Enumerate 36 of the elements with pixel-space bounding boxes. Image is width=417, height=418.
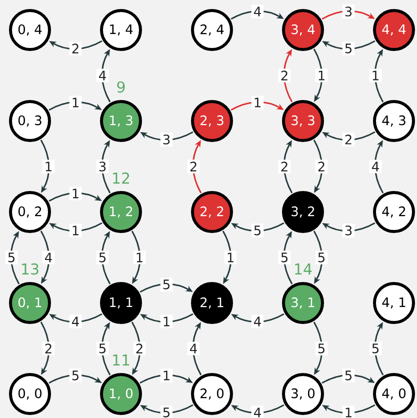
- node-annotation: 11: [113, 354, 130, 366]
- edge-label: 1: [69, 224, 82, 238]
- edge-label: 5: [251, 224, 264, 238]
- edge-label: 5: [315, 250, 328, 264]
- edge-label: 2: [278, 68, 291, 82]
- edge-label: 5: [96, 250, 109, 264]
- edge-label: 3: [96, 160, 109, 174]
- edge-label: 1: [342, 406, 355, 418]
- node-annotation: 14: [295, 264, 312, 274]
- edge-label: 2: [315, 160, 328, 174]
- edge-label: 2: [42, 342, 55, 356]
- edge-label: 5: [160, 406, 173, 418]
- edge-label: 3: [342, 4, 355, 18]
- edge-label: 5: [369, 342, 382, 356]
- edge-label: 4: [251, 406, 264, 418]
- node-annotation: 12: [113, 172, 130, 184]
- edge-label: 5: [342, 42, 355, 56]
- edge-label: 2: [278, 160, 291, 174]
- edge-label: 3: [342, 224, 355, 238]
- edge-label: 3: [160, 132, 173, 146]
- edge-label: 5: [278, 250, 291, 264]
- edge-label: 5: [160, 278, 173, 292]
- edge-label: 1: [160, 314, 173, 328]
- edge-label: 5: [69, 368, 82, 382]
- node-annotation: 13: [22, 263, 38, 275]
- edge-label: 4: [251, 314, 264, 328]
- edge-label: 5: [96, 342, 109, 356]
- edge-label: 2: [187, 160, 200, 174]
- edge-label: 2: [133, 342, 146, 356]
- edge-label: 2: [69, 42, 82, 56]
- edge-label: 5: [315, 342, 328, 356]
- node-annotation: 9: [117, 81, 125, 93]
- edge-label: 5: [342, 368, 355, 382]
- edge-label: 5: [5, 250, 18, 264]
- edge-label: 4: [69, 314, 82, 328]
- edge-label: 2: [342, 132, 355, 146]
